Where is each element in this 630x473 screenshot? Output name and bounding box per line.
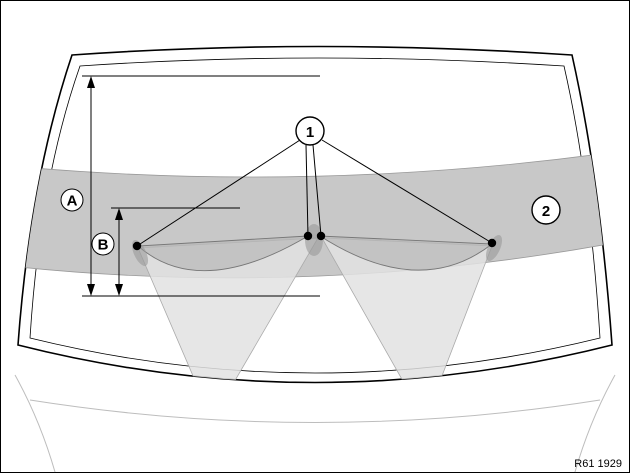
dimension-a-arrow-bottom <box>87 284 95 296</box>
spray-fan-right <box>318 235 494 271</box>
figure-code: R61 1929 <box>574 458 622 470</box>
dimension-a <box>82 75 320 297</box>
label-a-circle <box>60 188 84 212</box>
spray-fan-left <box>136 235 309 272</box>
dimension-b-arrow-top <box>115 208 123 220</box>
callout-1-label: 1 <box>306 124 314 141</box>
callout-1-circle <box>295 116 325 146</box>
windshield-inner-edge <box>29 57 601 374</box>
label-b: B <box>98 237 109 254</box>
label-a: A <box>67 193 78 210</box>
label-b-circle <box>91 232 115 256</box>
callout-1-leaders <box>136 139 493 247</box>
callout-2-circle <box>531 195 561 225</box>
nozzle-shadow-right <box>485 235 503 261</box>
dimension-a-arrow-top <box>87 76 95 88</box>
dimension-b-arrow-bottom <box>115 284 123 296</box>
nozzle-shadow-center <box>305 224 323 256</box>
car-body-outline <box>14 374 616 473</box>
dimension-b <box>111 207 240 293</box>
callout-2-label: 2 <box>542 203 550 220</box>
